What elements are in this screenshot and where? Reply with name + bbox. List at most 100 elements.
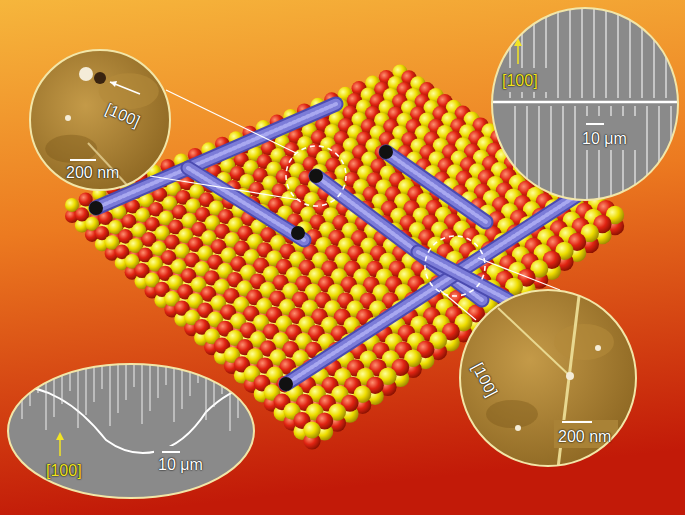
inset-ground xyxy=(458,288,638,468)
inset-border xyxy=(460,290,636,466)
dashed-circle xyxy=(425,236,485,296)
catalyst-particle xyxy=(89,201,103,215)
image-inset: [100]200 nm xyxy=(458,288,638,468)
sem-wire xyxy=(665,6,666,98)
sem-wire xyxy=(158,362,159,398)
sem-wire xyxy=(94,362,95,402)
sem-wire xyxy=(150,362,151,411)
inset-ground xyxy=(6,362,256,500)
inset-image xyxy=(6,362,256,500)
inset-ground xyxy=(28,48,172,192)
scale-bar xyxy=(162,451,180,453)
label-patch xyxy=(578,116,636,150)
sem-wire xyxy=(142,362,143,424)
image-inset: [100] 10 μm xyxy=(490,6,680,202)
label-patch xyxy=(154,446,216,480)
sem-wire xyxy=(641,6,642,98)
sem-wire xyxy=(166,362,167,385)
nanowire xyxy=(418,252,508,300)
nanowire xyxy=(386,152,486,222)
sem-wire xyxy=(46,362,47,430)
sem-wire xyxy=(110,362,111,426)
catalyst-particle xyxy=(309,169,323,183)
sem-wire xyxy=(54,362,55,417)
scale-label: 10 μm xyxy=(582,130,627,148)
sem-wire xyxy=(174,362,175,422)
inset-border xyxy=(492,8,678,200)
catalyst-particle xyxy=(291,226,305,240)
sem-wire xyxy=(646,106,647,202)
sem-wire xyxy=(574,106,575,202)
sem-wire xyxy=(198,362,199,383)
inset-shape xyxy=(6,362,256,500)
scale-bar xyxy=(70,159,96,161)
scale-label: 200 nm xyxy=(66,164,119,182)
lattice-atom xyxy=(303,421,320,438)
scale-label: 200 nm xyxy=(558,428,611,446)
afm-texture xyxy=(45,135,97,163)
sem-wire xyxy=(62,362,63,404)
sem-wire xyxy=(605,6,606,98)
nanowire xyxy=(386,152,486,222)
label-patch xyxy=(500,68,548,92)
sem-wire xyxy=(490,101,680,104)
sem-wire xyxy=(230,362,231,431)
sem-wire xyxy=(6,384,256,453)
inset-shape xyxy=(490,6,680,202)
inset-image xyxy=(490,6,680,202)
nanowire xyxy=(418,252,508,300)
sem-wire xyxy=(118,362,119,413)
inset-image xyxy=(458,288,638,468)
direction-arrow xyxy=(110,81,117,87)
sem-wire xyxy=(30,362,31,406)
direction-label: [100] xyxy=(46,462,82,480)
sem-wire xyxy=(238,362,239,418)
inset-ground xyxy=(490,6,680,202)
sem-wire xyxy=(78,362,79,428)
sem-wire xyxy=(550,106,551,202)
image-inset: [100] 10 μm xyxy=(6,362,256,500)
sem-wire xyxy=(670,106,671,202)
sem-wire xyxy=(526,106,527,202)
scale-bar xyxy=(562,421,592,423)
sem-wire xyxy=(581,6,582,98)
particle xyxy=(515,425,521,431)
sem-wire xyxy=(222,362,223,394)
sem-wire xyxy=(14,362,15,382)
sem-wire xyxy=(653,6,654,98)
leader-line xyxy=(150,176,300,200)
inset-border xyxy=(30,50,170,190)
sem-wire xyxy=(206,362,207,420)
sem-wire xyxy=(246,362,247,405)
direction-arrow xyxy=(56,432,64,440)
leader-line xyxy=(166,90,296,153)
dashed-circle xyxy=(286,146,346,206)
inset-image xyxy=(28,48,172,192)
sem-wire xyxy=(617,6,618,98)
nanowire xyxy=(418,252,508,300)
sem-wire xyxy=(214,362,215,407)
sem-wire xyxy=(514,106,515,202)
particle xyxy=(65,115,71,121)
leader-line xyxy=(478,258,560,290)
scale-label: 10 μm xyxy=(158,456,203,474)
afm-wire xyxy=(498,308,570,376)
nanowire xyxy=(386,152,486,222)
catalyst-particle xyxy=(379,145,393,159)
image-inset: [100]200 nm xyxy=(28,48,172,192)
direction-label: [100] xyxy=(502,72,538,90)
sem-wire xyxy=(22,362,23,419)
sem-wire xyxy=(593,6,594,98)
particle xyxy=(94,72,106,84)
sem-wire xyxy=(658,106,659,202)
particle xyxy=(566,372,574,380)
sem-wire xyxy=(569,6,570,98)
particle xyxy=(595,345,601,351)
sem-wire xyxy=(134,362,135,387)
direction-arrow xyxy=(110,82,140,94)
sem-wire xyxy=(70,362,71,391)
leader-line xyxy=(440,290,476,320)
label-patch xyxy=(554,420,618,448)
sem-wire xyxy=(86,362,87,415)
